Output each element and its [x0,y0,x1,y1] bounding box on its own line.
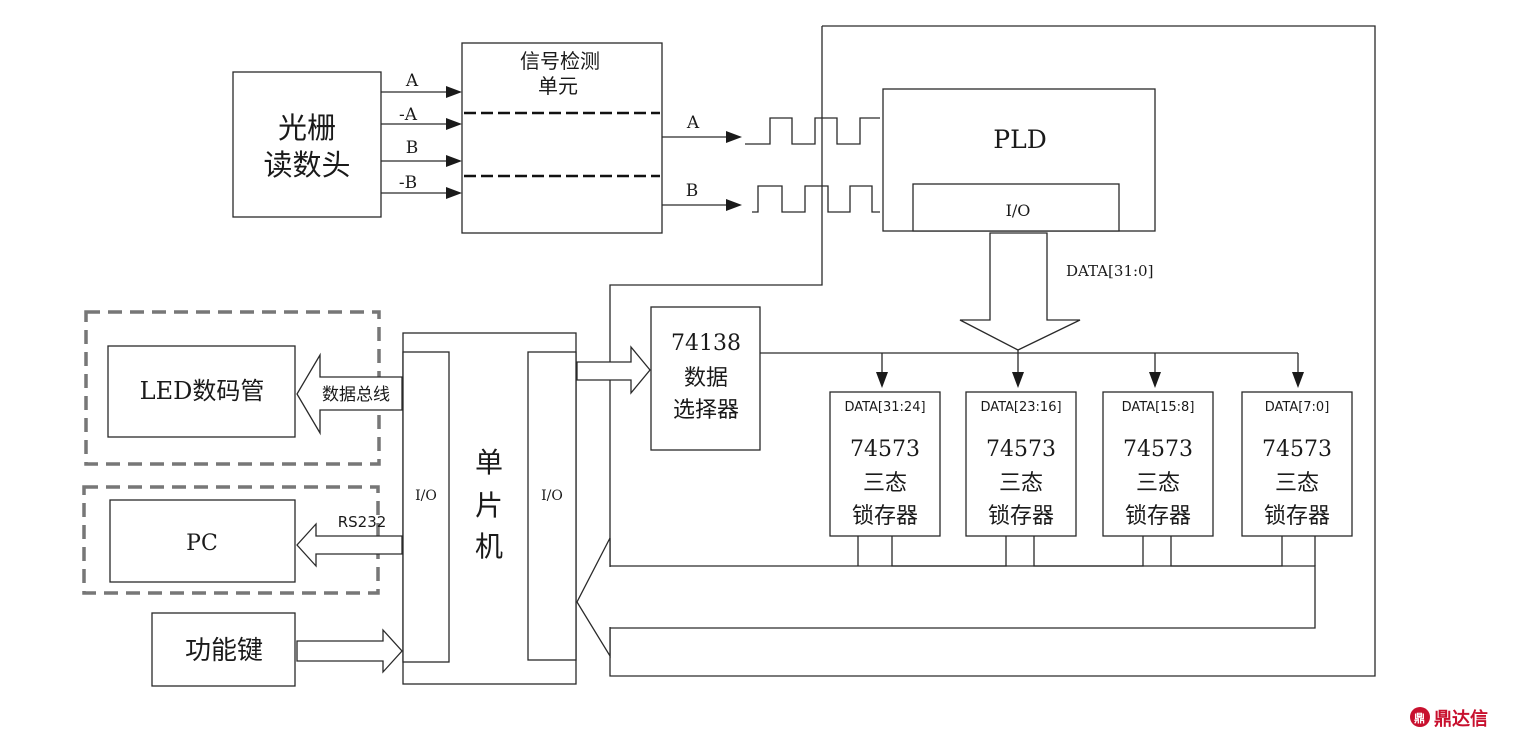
data-bus-label: DATA[31:0] [1066,262,1153,280]
signal-detection-block: 信号检测 单元 [461,42,663,234]
pc-rs232-arrow [296,522,403,568]
mcu-block: I/O I/O 单 片 机 [402,332,577,685]
selector-block: 74138 数据 选择器 [650,306,761,451]
mcu-io-right: I/O [541,488,563,504]
latch-2-type: 三态 [999,471,1043,496]
latch-1-type: 三态 [863,471,907,496]
latch-feed-arrows [876,350,1304,388]
latch-2-bus: DATA[23:16] [980,400,1061,415]
latch-1-name: 锁存器 [852,504,918,529]
pld-label: PLD [993,125,1046,154]
latch-3-name: 锁存器 [1125,504,1191,529]
selector-line3: 选择器 [673,398,739,423]
pld-io-label: I/O [1006,201,1031,220]
outer-frame-line [609,25,1376,677]
signal-label-a: A [405,71,419,91]
pld-block: PLD I/O [882,88,1156,232]
watermark-logo-icon [1410,707,1430,727]
selector-line1: 74138 [671,331,741,356]
latch-3-chip: 74573 [1123,437,1193,462]
latch-2-chip: 74573 [986,437,1056,462]
svg-text:鼎: 鼎 [1414,712,1425,725]
output-label-a: A [686,113,700,133]
data-bus-down-arrow [959,232,1081,351]
latch-1-bus: DATA[31:24] [844,400,925,415]
led-data-bus-arrow [296,352,403,436]
led-label: LED数码管 [140,377,265,405]
grating-reader-block: 光栅 读数头 [232,71,382,218]
signal-unit-line2: 单元 [538,74,578,98]
latch-4-name: 锁存器 [1264,504,1330,529]
waveform-a [745,117,880,145]
latch-output-lines [857,536,1316,567]
latch-2-name: 锁存器 [988,504,1054,529]
latch-block-4: DATA[7:0] 74573 三态 锁存器 [1241,391,1353,537]
pc-block: PC [109,499,296,583]
watermark: 鼎 鼎达信 [1410,707,1488,730]
led-display-block: LED数码管 [107,345,296,438]
latch-block-2: DATA[23:16] 74573 三态 锁存器 [965,391,1077,537]
function-keys-block: 功能键 [151,612,296,687]
latch-4-type: 三态 [1275,471,1319,496]
watermark-text: 鼎达信 [1434,708,1488,730]
latch-4-chip: 74573 [1262,437,1332,462]
signal-label-not-a: -A [399,105,418,125]
keys-label: 功能键 [185,636,263,666]
latch-block-1: DATA[31:24] 74573 三态 锁存器 [829,391,941,537]
mcu-label-line1: 单 [475,446,503,479]
mcu-label-line2: 片 [475,489,503,522]
latch-3-bus: DATA[15:8] [1122,400,1195,415]
signal-unit-line1: 信号检测 [520,49,600,73]
signal-label-not-b: -B [399,173,417,193]
output-signals: A B [662,113,880,213]
latch-block-3: DATA[15:8] 74573 三态 锁存器 [1102,391,1214,537]
pc-label: PC [186,531,218,556]
led-dashed-frame [84,310,381,466]
mcu-label-line3: 机 [475,530,503,563]
waveform-b [752,185,880,213]
selector-line2: 数据 [684,366,728,391]
pc-link-label: RS232 [338,513,387,531]
keys-to-mcu-arrow [296,628,403,674]
mcu-io-left: I/O [415,488,437,504]
latch-4-bus: DATA[7:0] [1265,400,1330,415]
output-label-b: B [686,181,699,201]
latch-3-type: 三态 [1136,471,1180,496]
led-bus-label: 数据总线 [322,385,390,405]
grating-label-line1: 光栅 [278,111,336,145]
grating-label-line2: 读数头 [263,148,350,182]
grating-signal-lines: A -A B -B [381,71,462,199]
latch-1-chip: 74573 [850,437,920,462]
latch-return-arrow [576,537,611,659]
mcu-to-selector-arrow [576,345,651,395]
signal-label-b: B [406,138,419,158]
